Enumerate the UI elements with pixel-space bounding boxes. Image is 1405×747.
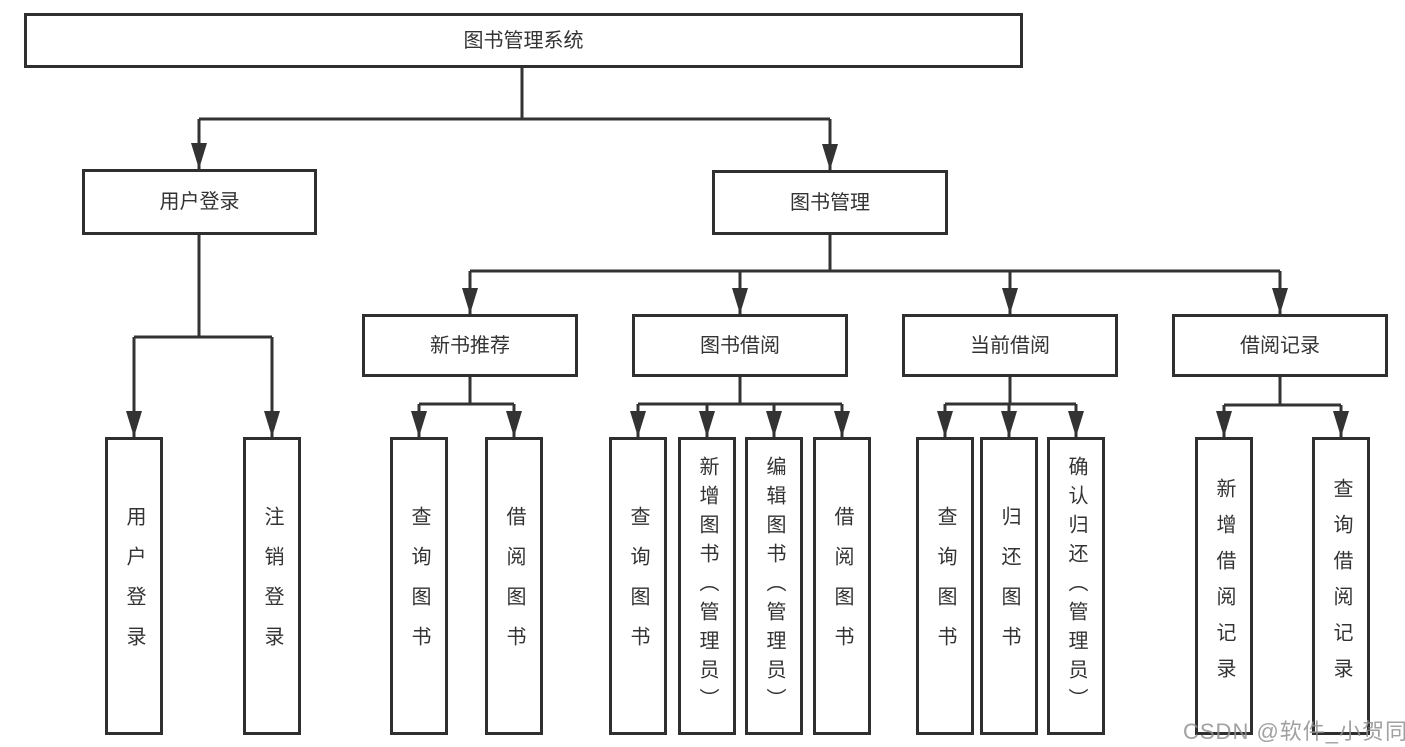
node-new-book-recommend: 新书推荐 xyxy=(362,314,578,377)
node-user-login: 用户登录 xyxy=(82,169,317,235)
node-current-borrow: 当前借阅 xyxy=(902,314,1118,377)
leaf-add-borrow-record: 新增借阅记录 xyxy=(1195,437,1253,735)
leaf-query-book-recommend: 查询图书 xyxy=(390,437,448,735)
leaf-query-borrow-record: 查询借阅记录 xyxy=(1312,437,1370,735)
csdn-watermark: CSDN @软件_小贺同学 xyxy=(1183,719,1405,744)
leaf-confirm-return-admin: 确认归还（管理员） xyxy=(1047,437,1105,735)
leaf-edit-book-admin: 编辑图书（管理员） xyxy=(745,437,803,735)
leaf-user-login: 用户登录 xyxy=(105,437,163,735)
leaf-borrow-book-recommend: 借阅图书 xyxy=(485,437,543,735)
node-library-management-system: 图书管理系统 xyxy=(24,13,1023,68)
leaf-borrow-book: 借阅图书 xyxy=(813,437,871,735)
leaf-query-book-borrow: 查询图书 xyxy=(609,437,667,735)
leaf-add-book-admin: 新增图书（管理员） xyxy=(678,437,736,735)
leaf-return-book: 归还图书 xyxy=(980,437,1038,735)
node-borrow-records: 借阅记录 xyxy=(1172,314,1388,377)
leaf-query-book-current: 查询图书 xyxy=(916,437,974,735)
node-book-management: 图书管理 xyxy=(712,170,948,235)
node-book-borrow: 图书借阅 xyxy=(632,314,848,377)
leaf-logout: 注销登录 xyxy=(243,437,301,735)
